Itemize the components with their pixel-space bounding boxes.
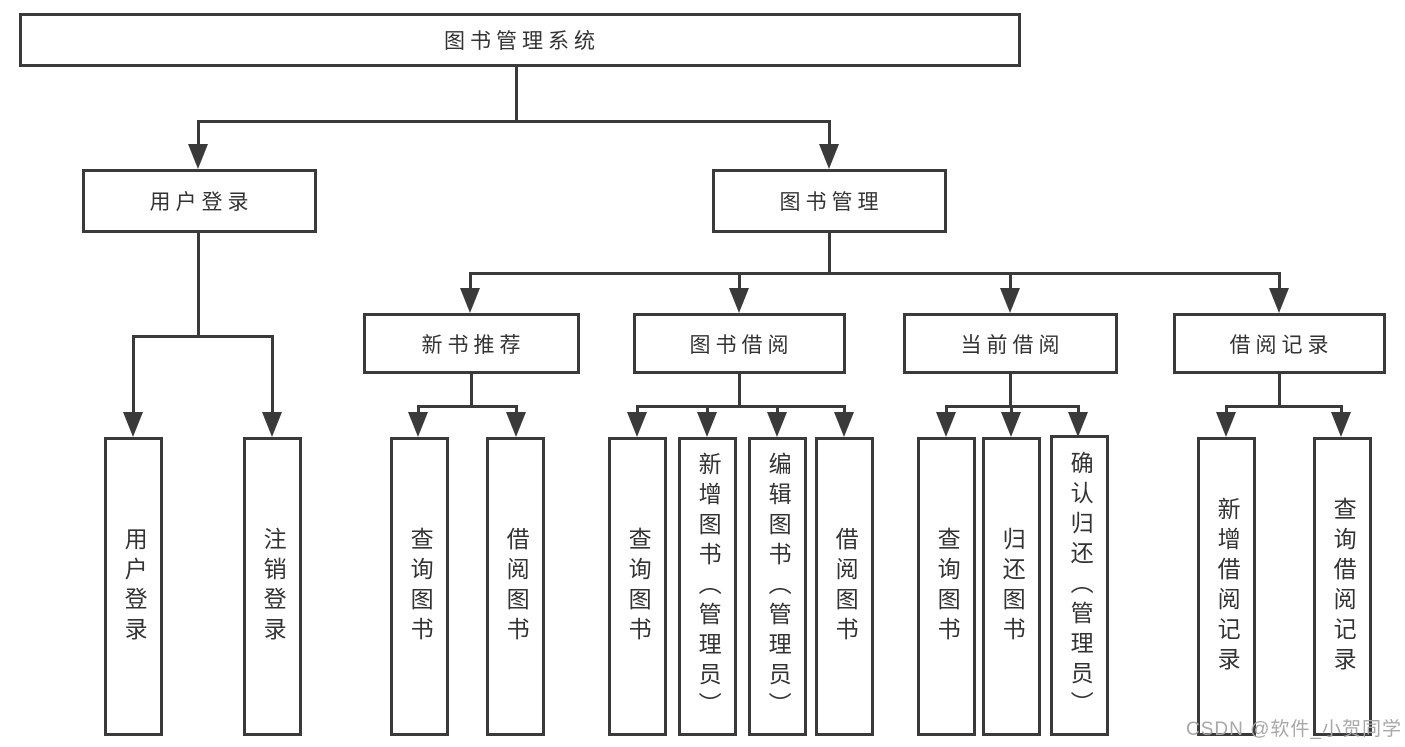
arrowhead-icon xyxy=(1331,412,1351,437)
connector-line xyxy=(1340,405,1343,414)
connector-line xyxy=(1225,405,1228,414)
node-label: 新增借阅记录 xyxy=(1214,496,1241,677)
node-library-system: 图书管理系统 xyxy=(19,13,1021,67)
leaf-borrow-books-borrowing: 借阅图书 xyxy=(815,437,874,736)
arrowhead-icon xyxy=(123,412,143,437)
node-book-management: 图书管理 xyxy=(712,169,947,233)
node-label: 用户登录 xyxy=(149,191,254,214)
leaf-confirm-return-admin: 确认归还（管理员） xyxy=(1050,435,1109,736)
arrowhead-icon xyxy=(819,144,839,169)
arrowhead-icon xyxy=(767,412,787,437)
node-label: 用户登录 xyxy=(121,526,148,647)
arrowhead-icon xyxy=(627,412,647,437)
csdn-watermark: CSDN @软件_小贺同学 xyxy=(1186,719,1402,740)
connector-line xyxy=(515,405,518,414)
arrowhead-icon xyxy=(834,412,854,437)
connector-line xyxy=(706,405,709,414)
connector-line xyxy=(470,374,473,405)
connector-line xyxy=(636,405,846,408)
connector-line xyxy=(843,405,846,414)
connector-line xyxy=(738,272,741,291)
node-new-book-recommendation: 新书推荐 xyxy=(363,313,580,374)
leaf-query-borrow-record: 查询借阅记录 xyxy=(1313,437,1372,736)
node-label: 确认归还（管理员） xyxy=(1067,450,1094,721)
node-label: 新书推荐 xyxy=(421,333,526,357)
connector-line xyxy=(828,120,831,146)
leaf-query-books-recommend: 查询图书 xyxy=(390,437,449,736)
node-label: 图书管理系统 xyxy=(444,30,600,53)
node-user-login: 用户登录 xyxy=(82,169,317,233)
node-book-borrowing: 图书借阅 xyxy=(633,313,846,374)
connector-line xyxy=(197,120,831,123)
node-label: 当前借阅 xyxy=(960,333,1065,357)
connector-line xyxy=(417,405,518,408)
node-label: 查询图书 xyxy=(934,526,961,647)
connector-line xyxy=(271,335,274,413)
connector-line xyxy=(469,272,472,291)
connector-line xyxy=(132,335,135,413)
arrowhead-icon xyxy=(506,412,526,437)
node-label: 归还图书 xyxy=(999,526,1026,647)
node-label: 编辑图书（管理员） xyxy=(765,451,792,722)
leaf-logout: 注销登录 xyxy=(243,437,302,736)
leaf-query-books-borrowing: 查询图书 xyxy=(608,437,667,736)
node-label: 查询借阅记录 xyxy=(1330,496,1357,677)
node-label: 借阅记录 xyxy=(1229,333,1334,357)
arrowhead-icon xyxy=(262,412,282,437)
connector-line xyxy=(738,374,741,405)
leaf-user-login: 用户登录 xyxy=(104,437,163,736)
connector-line xyxy=(1278,272,1281,291)
node-current-borrowing: 当前借阅 xyxy=(903,313,1118,374)
connector-line xyxy=(1077,405,1080,414)
node-label: 查询图书 xyxy=(407,526,434,647)
leaf-borrow-books-recommend: 借阅图书 xyxy=(486,437,545,736)
connector-line xyxy=(417,405,420,414)
connector-line xyxy=(1278,374,1281,405)
connector-line xyxy=(828,233,831,272)
arrowhead-icon xyxy=(460,288,480,313)
connector-line xyxy=(515,67,518,120)
node-label: 图书管理 xyxy=(779,191,884,214)
leaf-edit-book-admin: 编辑图书（管理员） xyxy=(748,437,807,736)
node-label: 注销登录 xyxy=(260,526,287,647)
arrowhead-icon xyxy=(1068,412,1088,437)
node-label: 借阅图书 xyxy=(503,526,530,647)
leaf-add-borrow-record: 新增借阅记录 xyxy=(1197,437,1256,736)
arrowhead-icon xyxy=(1216,412,1236,437)
connector-line xyxy=(945,405,948,414)
node-label: 新增图书（管理员） xyxy=(695,451,722,722)
arrowhead-icon xyxy=(188,144,208,169)
arrowhead-icon xyxy=(1001,412,1021,437)
leaf-query-books-current: 查询图书 xyxy=(917,437,976,736)
connector-line xyxy=(197,120,200,146)
node-label: 图书借阅 xyxy=(689,333,794,357)
connector-line xyxy=(197,233,200,335)
arrowhead-icon xyxy=(408,412,428,437)
connector-line xyxy=(1010,405,1013,414)
connector-line xyxy=(1009,272,1012,291)
arrowhead-icon xyxy=(1000,288,1020,313)
arrowhead-icon xyxy=(1269,288,1289,313)
leaf-add-book-admin: 新增图书（管理员） xyxy=(678,437,737,736)
leaf-return-books: 归还图书 xyxy=(982,437,1041,736)
connector-line xyxy=(1009,374,1012,405)
node-label: 借阅图书 xyxy=(832,526,859,647)
arrowhead-icon xyxy=(936,412,956,437)
arrowhead-icon xyxy=(729,288,749,313)
connector-line xyxy=(1225,405,1343,408)
connector-line xyxy=(469,272,1281,275)
node-label: 查询图书 xyxy=(625,526,652,647)
connector-line xyxy=(776,405,779,414)
arrowhead-icon xyxy=(697,412,717,437)
node-borrowing-records: 借阅记录 xyxy=(1173,313,1386,374)
connector-line xyxy=(132,335,274,338)
connector-line xyxy=(636,405,639,414)
